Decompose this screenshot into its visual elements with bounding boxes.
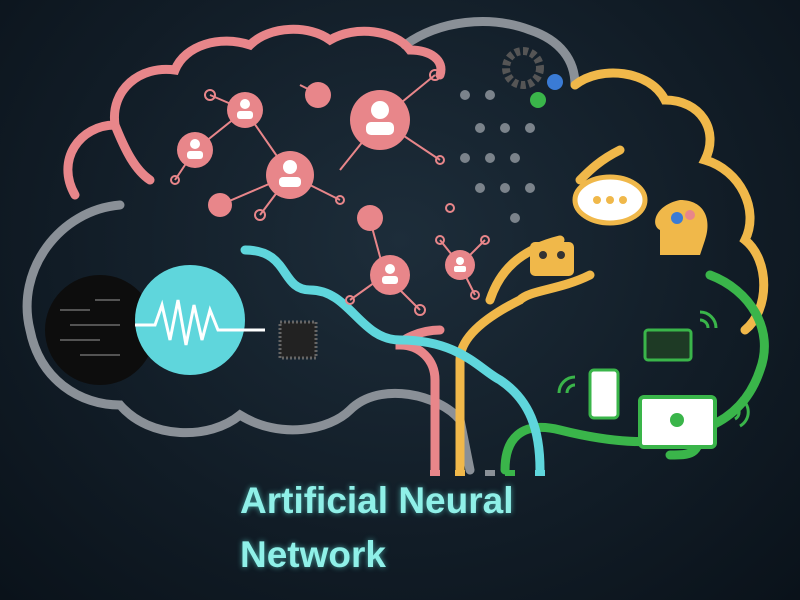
tablet-icon	[638, 395, 717, 449]
waveform-icon	[135, 265, 265, 375]
cyan-brain-outline	[240, 245, 545, 475]
circuit-board-icon	[643, 328, 693, 362]
head-gears-icon	[655, 200, 708, 255]
pink-brain-outline	[63, 24, 446, 475]
wifi-icon	[557, 310, 750, 428]
gray-brain-outline	[22, 200, 475, 475]
math-formula-circle	[45, 275, 155, 385]
gray-top-outline	[400, 17, 580, 90]
robot-icon	[530, 242, 574, 276]
network-links	[174, 74, 486, 311]
small-nodes	[170, 69, 490, 316]
smartphone-icon	[588, 368, 620, 420]
gear-icon	[502, 47, 563, 108]
person-icons	[187, 99, 466, 284]
person-nodes	[177, 82, 475, 295]
chat-bubble-icon	[572, 174, 648, 226]
crowd-icon	[460, 90, 535, 223]
color-markers	[430, 470, 545, 476]
title-line-2: Network	[240, 534, 386, 575]
chip-icon	[278, 320, 318, 360]
title-line-1: Artificial Neural	[240, 480, 514, 521]
yellow-brain-outline	[455, 68, 769, 475]
green-brain-outline	[500, 270, 769, 475]
